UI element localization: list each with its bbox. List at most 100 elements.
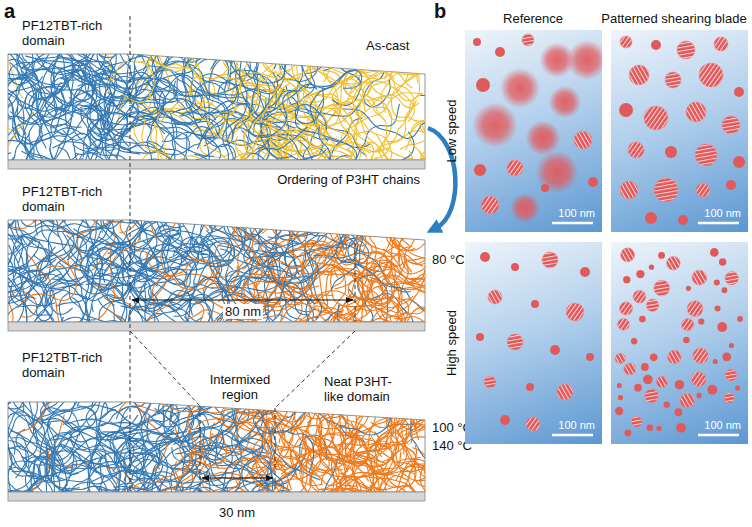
- polymer-chain: [84, 39, 174, 71]
- domain-particle: [681, 318, 693, 330]
- polymer-chain: [0, 59, 11, 119]
- domain-particle: [588, 177, 598, 187]
- dimension-arrow: [202, 477, 273, 478]
- polymer-chain: [77, 163, 121, 238]
- domain-particle: [567, 40, 602, 80]
- chain-network: [0, 310, 509, 527]
- domain-particle: [680, 394, 694, 408]
- domain-particle: [714, 280, 720, 286]
- domain-particle: [677, 41, 695, 59]
- domain-particle: [549, 86, 582, 119]
- polymer-chain: [230, 483, 278, 527]
- polymer-chain: [75, 0, 113, 68]
- polymer-chain: [183, 0, 208, 62]
- polymer-chain: [195, 80, 238, 119]
- domain-particle: [725, 271, 738, 284]
- polymer-chain: [380, 214, 444, 288]
- state-label: As-cast: [366, 38, 409, 53]
- chain-network: [0, 0, 516, 255]
- domain-particle: [511, 263, 519, 271]
- domain-particle: [500, 415, 510, 425]
- domain-particle: [481, 196, 499, 214]
- polymer-chain: [252, 400, 320, 480]
- polymer-chain: [100, 142, 200, 156]
- domain-particle: [714, 37, 728, 51]
- polymer-chain: [332, 191, 363, 290]
- polymer-chain: [204, 351, 224, 456]
- domain-particle: [574, 131, 592, 149]
- column-header: Reference: [503, 11, 563, 26]
- polymer-chain: [254, 411, 314, 472]
- polymer-chain: [8, 449, 101, 481]
- polymer-chain: [402, 233, 459, 314]
- domain-particle: [625, 430, 632, 437]
- domain-particle: [713, 359, 718, 364]
- polymer-chain: [233, 198, 259, 241]
- polymer-chain: [356, 291, 395, 351]
- polymer-chain: [56, 5, 113, 73]
- polymer-chain: [357, 16, 423, 83]
- polymer-chain: [270, 373, 328, 431]
- polymer-chain: [249, 184, 280, 284]
- polymer-chain: [356, 110, 392, 183]
- polymer-chain: [243, 24, 292, 99]
- domain-particle: [686, 102, 706, 122]
- polymer-chain: [112, 61, 155, 102]
- domain-particle: [624, 363, 636, 375]
- domain-particle: [676, 423, 686, 433]
- polymer-chain: [152, 276, 229, 312]
- polymer-chain: [306, 313, 380, 369]
- polymer-chain: [302, 193, 345, 281]
- polymer-chain: [340, 477, 392, 527]
- column-header: Patterned shearing blade: [601, 11, 746, 26]
- polymer-chain: [71, 433, 161, 465]
- scale-label: 100 nm: [704, 419, 741, 431]
- domain-label: PF12TBT-rich domain: [22, 350, 114, 380]
- polymer-chain: [277, 111, 352, 146]
- domain-particle: [623, 276, 630, 283]
- substrate: [8, 322, 425, 331]
- polymer-chain: [223, 62, 247, 160]
- polymer-chain: [51, 105, 88, 184]
- micrograph-image: [611, 242, 748, 444]
- domain-particle: [650, 354, 658, 362]
- polymer-chain: [224, 194, 295, 256]
- polymer-chain: [196, 418, 276, 468]
- scale-label: 100 nm: [558, 207, 595, 219]
- domain-particle: [620, 181, 638, 199]
- micrograph-panel: 100 nm: [465, 30, 602, 232]
- domain-particle: [687, 301, 703, 317]
- polymer-chain: [353, 76, 385, 169]
- domain-particle: [620, 36, 632, 48]
- polymer-chain: [0, 213, 12, 274]
- polymer-chain: [73, 361, 142, 427]
- polymer-chain: [9, 43, 52, 85]
- domain-particle: [683, 337, 690, 344]
- scale-bar: [552, 434, 593, 437]
- polymer-chain: [136, 414, 179, 492]
- polymer-chain: [357, 224, 442, 250]
- polymer-chain: [414, 445, 484, 498]
- domain-particle: [693, 348, 708, 363]
- substrate: [8, 492, 425, 501]
- polymer-chain: [290, 158, 361, 237]
- polymer-chain: [292, 97, 356, 165]
- polymer-chain: [147, 111, 202, 165]
- dimension-arrow: [132, 299, 353, 300]
- polymer-chain: [0, 298, 19, 369]
- polymer-chain: [301, 182, 364, 253]
- polymer-chain: [110, 421, 185, 474]
- polymer-chain: [0, 132, 18, 230]
- dimension-label: 30 nm: [219, 505, 255, 520]
- domain-particle: [641, 363, 649, 371]
- polymer-chain: [98, 93, 138, 130]
- polymer-chain: [193, 17, 266, 65]
- polymer-chain: [124, 112, 214, 139]
- domain-particle: [715, 305, 721, 311]
- micrograph-image: [465, 242, 602, 444]
- polymer-chain: [268, 0, 324, 75]
- polymer-chain: [174, 302, 211, 338]
- domain-particle: [507, 334, 523, 350]
- panel-letter: a: [4, 0, 15, 23]
- polymer-chain: [395, 243, 470, 293]
